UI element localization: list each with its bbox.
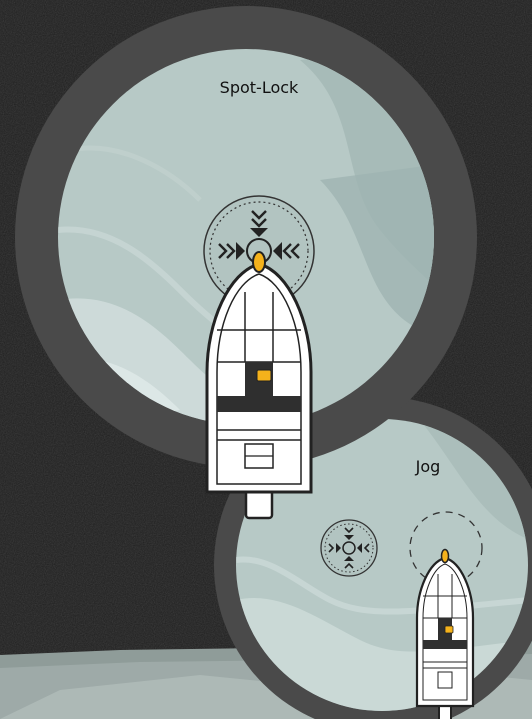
boat-icon (205, 251, 313, 520)
gps-unit (256, 369, 272, 382)
jog-trolling-motor-icon (440, 548, 450, 564)
jog-target-icon (320, 519, 378, 577)
spot-lock-label: Spot-Lock (220, 78, 299, 97)
bench-seat (217, 396, 301, 412)
trolling-motor-icon (252, 251, 266, 273)
jog-label: Jog (415, 457, 441, 476)
jog-boat-icon (415, 548, 475, 719)
